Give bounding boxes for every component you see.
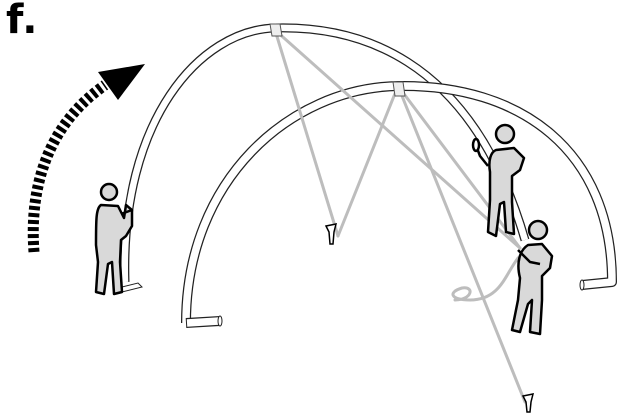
person-silhouette-icon [510,219,554,336]
step-label: f. [6,0,39,43]
person-silhouette-icon [94,182,134,296]
ground-stake-icon [521,393,535,413]
ground-stake-icon [324,223,338,245]
ridge-connector [269,23,406,97]
person-silhouette-icon [471,123,526,238]
dashed-curved-arrow-icon [27,64,145,253]
guy-ropes [273,28,527,404]
front-arch-tube [181,80,617,328]
